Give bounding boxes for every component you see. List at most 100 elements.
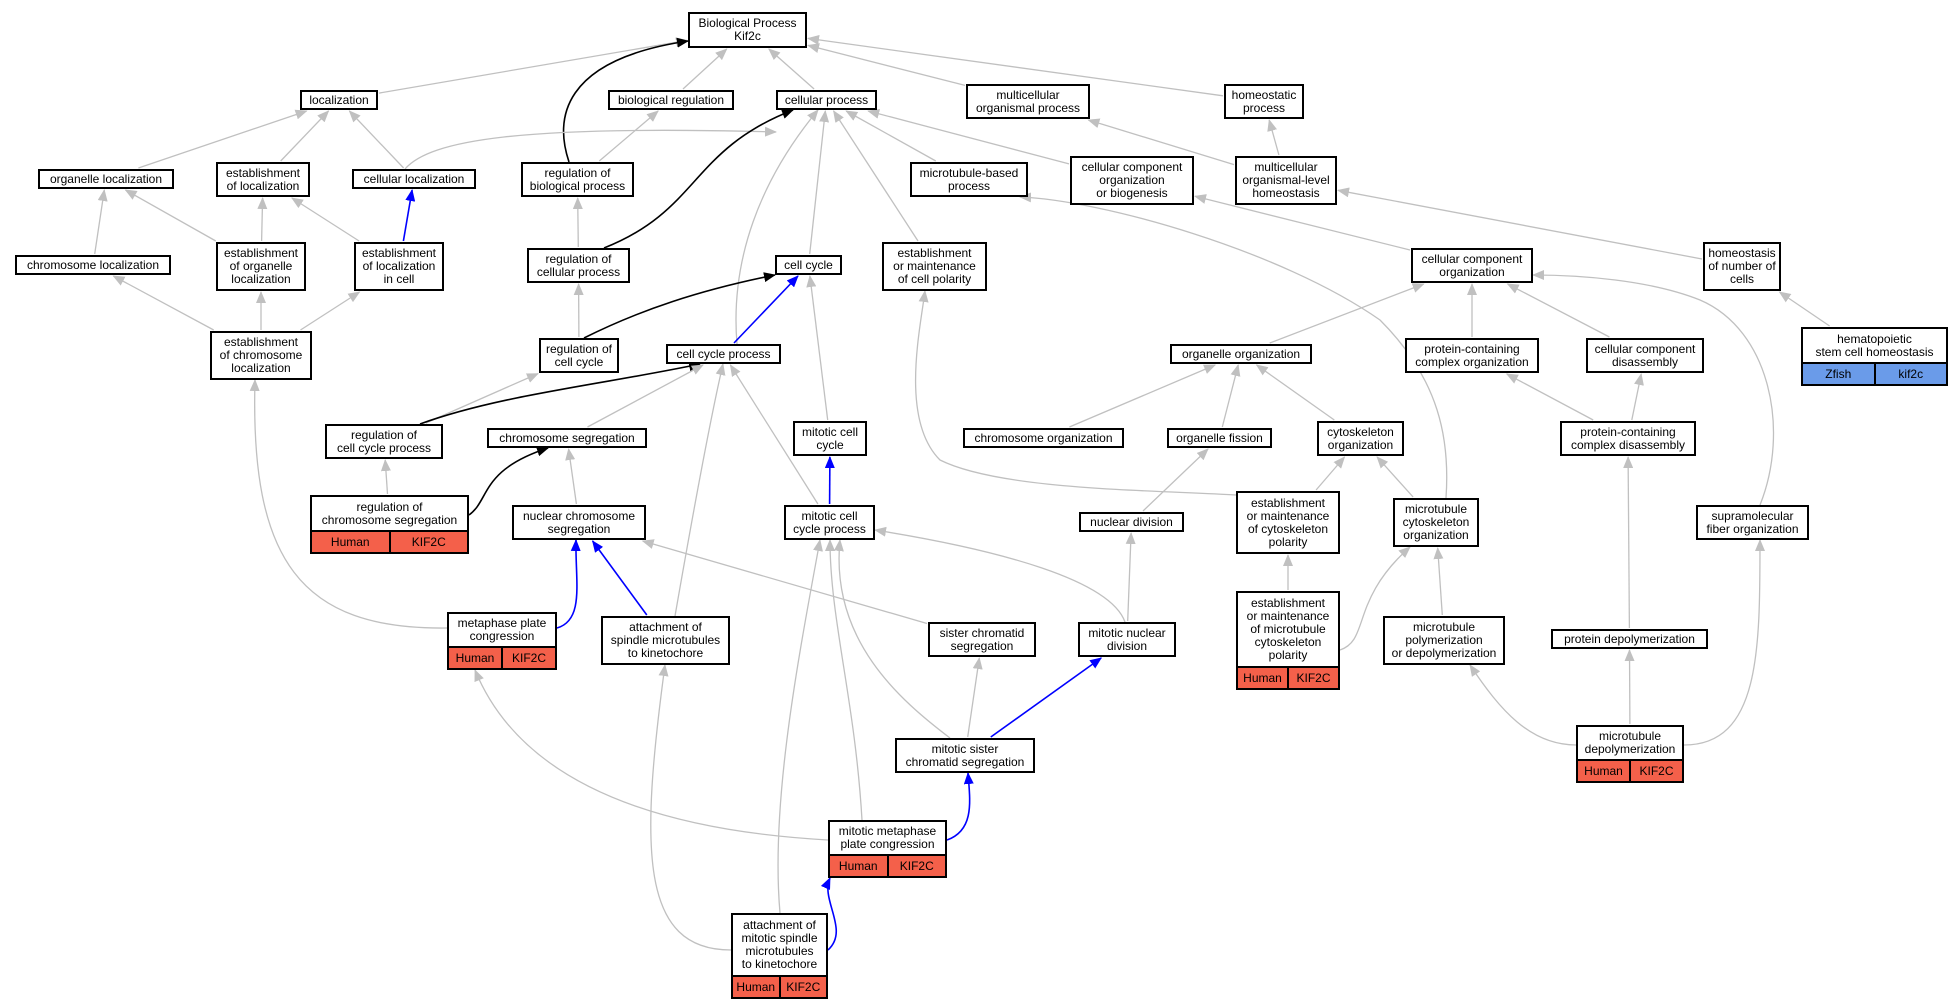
node-mitotic-cell-cycle-process[interactable]: mitotic cell cycle process: [784, 505, 875, 540]
gene-cell: KIF2C: [388, 532, 467, 552]
node-label: regulation of cell cycle process: [336, 427, 432, 455]
node-protein-containing-complex-disassembly[interactable]: protein-containing complex disassembly: [1560, 421, 1696, 456]
node-establishment-of-organelle-localization[interactable]: establishment of organelle localization: [216, 242, 306, 291]
edge-protein-containing-complex-disassembly-to-cellular-component-disassembly: [1631, 373, 1644, 421]
edge-organelle-fission-to-organelle-organization: [1221, 364, 1241, 428]
edge-cell-cycle-process-to-cellular-process: [735, 109, 819, 345]
node-cellular-process[interactable]: cellular process: [776, 90, 877, 110]
node-label: nuclear chromosome segregation: [522, 508, 636, 536]
species-cell: Human: [1238, 668, 1287, 688]
node-bp[interactable]: Biological Process Kif2c: [688, 12, 807, 48]
edge-nuclear-chromosome-segregation-to-chromosome-segregation: [565, 448, 578, 505]
edge-chromosome-localization-to-organelle-localization: [94, 189, 108, 255]
node-establishment-of-localization[interactable]: establishment of localization: [216, 162, 310, 197]
edge-regulation-of-biological-process-to-bp: [562, 37, 689, 163]
node-cell-cycle[interactable]: cell cycle: [775, 255, 842, 275]
node-regulation-of-cellular-process[interactable]: regulation of cellular process: [527, 248, 630, 283]
node-label: hematopoietic stem cell homeostasis: [1815, 331, 1934, 359]
node-chromosome-localization[interactable]: chromosome localization: [15, 255, 171, 275]
node-cell-cycle-process[interactable]: cell cycle process: [666, 344, 781, 364]
node-regulation-of-cell-cycle[interactable]: regulation of cell cycle: [539, 338, 619, 373]
edge-homeostatic-process-to-bp: [807, 34, 1224, 97]
edge-mitotic-sister-chromatid-segregation-to-mitotic-cell-cycle-process: [833, 539, 951, 739]
node-establishment-of-chromosome-localization[interactable]: establishment of chromosome localization: [210, 331, 312, 380]
edge-attachment-of-spindle-microtubules-to-kinetochore-to-cell-cycle-process: [674, 363, 726, 617]
node-mitotic-nuclear-division[interactable]: mitotic nuclear division: [1078, 622, 1176, 657]
node-regulation-of-biological-process[interactable]: regulation of biological process: [521, 162, 634, 197]
edge-establishment-of-organelle-localization-to-organelle-localization: [124, 189, 217, 242]
node-supramolecular-fiber-organization[interactable]: supramolecular fiber organization: [1696, 505, 1809, 540]
node-cellular-localization[interactable]: cellular localization: [352, 169, 476, 189]
node-cytoskeleton-organization[interactable]: cytoskeleton organization: [1317, 421, 1404, 456]
node-label: cellular component disassembly: [1594, 341, 1696, 369]
node-label: regulation of cellular process: [536, 251, 621, 279]
node-homeostasis-of-number-of-cells[interactable]: homeostasis of number of cells: [1703, 242, 1781, 291]
node-microtubule-cytoskeleton-organization[interactable]: microtubule cytoskeleton organization: [1393, 498, 1479, 547]
edge-regulation-of-chromosome-segregation-to-regulation-of-cell-cycle-process: [380, 459, 391, 495]
edge-cellular-localization-to-cellular-process: [404, 126, 777, 170]
edge-sister-chromatid-segregation-to-nuclear-chromosome-segregation: [641, 539, 928, 625]
node-label: homeostatic process: [1231, 87, 1297, 115]
node-label: cellular component organization: [1421, 251, 1523, 279]
edge-localization-to-bp: [378, 37, 688, 94]
node-microtubule-based-process[interactable]: microtubule-based process: [910, 162, 1028, 197]
edge-attachment-of-mitotic-spindle-microtubules-to-kinetochore-to-mitotic-cell-cycle-process: [777, 539, 823, 914]
node-mitotic-sister-chromatid-segregation[interactable]: mitotic sister chromatid segregation: [895, 738, 1035, 773]
node-label: microtubule cytoskeleton organization: [1402, 502, 1470, 542]
node-sister-chromatid-segregation[interactable]: sister chromatid segregation: [928, 622, 1036, 657]
species-cell: Human: [1578, 761, 1629, 781]
node-homeostatic-process[interactable]: homeostatic process: [1224, 84, 1304, 119]
node-attachment-of-mitotic-spindle-microtubules-to-kinetochore[interactable]: attachment of mitotic spindle microtubul…: [731, 913, 828, 999]
edge-establishment-or-maintenance-of-microtubule-cytoskeleton-polarity-to-microtubule-cytoskeleton-organization: [1339, 546, 1411, 651]
gene-cell: KIF2C: [886, 856, 945, 876]
node-chromosome-segregation[interactable]: chromosome segregation: [487, 428, 647, 448]
edge-establishment-or-maintenance-of-cytoskeleton-polarity-to-establishment-or-maintenance-of-cell-polarity: [914, 290, 1237, 496]
node-establishment-or-maintenance-of-microtubule-cytoskeleton-polarity[interactable]: establishment or maintenance of microtub…: [1236, 591, 1340, 690]
edge-attachment-of-mitotic-spindle-microtubules-to-kinetochore-to-attachment-of-spindle-microtubules-to-kinetochore: [650, 664, 732, 951]
node-localization[interactable]: localization: [300, 90, 378, 110]
node-organelle-organization[interactable]: organelle organization: [1170, 344, 1312, 364]
node-mitotic-cell-cycle[interactable]: mitotic cell cycle: [793, 421, 867, 456]
node-multicellular-organismal-level-homeostasis[interactable]: multicellular organismal-level homeostas…: [1235, 156, 1337, 205]
node-label: supramolecular fiber organization: [1706, 508, 1799, 536]
edge-regulation-of-cell-cycle-process-to-cell-cycle-process: [419, 361, 701, 425]
edge-cellular-component-disassembly-to-cellular-component-organization: [1506, 283, 1610, 338]
node-organelle-localization[interactable]: organelle localization: [38, 169, 174, 189]
node-label: biological regulation: [617, 92, 725, 107]
edge-mitotic-cell-cycle-to-cell-cycle: [806, 275, 829, 421]
node-nuclear-division[interactable]: nuclear division: [1079, 512, 1184, 532]
node-protein-depolymerization[interactable]: protein depolymerization: [1551, 629, 1708, 649]
node-protein-containing-complex-organization[interactable]: protein-containing complex organization: [1405, 338, 1539, 373]
node-microtubule-polymerization-or-depolymerization[interactable]: microtubule polymerization or depolymeri…: [1383, 616, 1505, 665]
node-cellular-component-organization[interactable]: cellular component organization: [1411, 248, 1533, 283]
node-multicellular-organismal-process[interactable]: multicellular organismal process: [966, 84, 1090, 119]
node-label: mitotic cell cycle process: [793, 508, 866, 536]
edge-microtubule-cytoskeleton-organization-to-microtubule-based-process: [1019, 192, 1448, 499]
edge-mitotic-sister-chromatid-segregation-to-sister-chromatid-segregation: [967, 657, 983, 738]
node-nuclear-chromosome-segregation[interactable]: nuclear chromosome segregation: [512, 505, 646, 540]
node-cellular-component-disassembly[interactable]: cellular component disassembly: [1586, 338, 1704, 373]
node-label: cellular process: [784, 92, 869, 107]
node-establishment-of-localization-in-cell[interactable]: establishment of localization in cell: [354, 242, 444, 291]
node-label: establishment or maintenance of microtub…: [1246, 596, 1330, 662]
node-regulation-of-cell-cycle-process[interactable]: regulation of cell cycle process: [325, 424, 443, 459]
edge-mitotic-sister-chromatid-segregation-to-mitotic-nuclear-division: [990, 657, 1103, 738]
node-organelle-fission[interactable]: organelle fission: [1167, 428, 1272, 448]
node-biological-regulation[interactable]: biological regulation: [608, 90, 734, 110]
node-attachment-of-spindle-microtubules-to-kinetochore[interactable]: attachment of spindle microtubules to ki…: [601, 616, 730, 665]
node-establishment-or-maintenance-of-cell-polarity[interactable]: establishment or maintenance of cell pol…: [882, 242, 987, 291]
node-label: multicellular organismal-level homeostas…: [1242, 160, 1330, 200]
gene-cell: KIF2C: [501, 648, 555, 668]
node-cellular-component-organization-or-biogenesis[interactable]: cellular component organization or bioge…: [1070, 156, 1194, 205]
node-chromosome-organization[interactable]: chromosome organization: [963, 428, 1124, 448]
node-label: nuclear division: [1090, 514, 1173, 529]
node-establishment-or-maintenance-of-cytoskeleton-polarity[interactable]: establishment or maintenance of cytoskel…: [1236, 491, 1340, 554]
gene-cell: KIF2C: [778, 977, 826, 997]
